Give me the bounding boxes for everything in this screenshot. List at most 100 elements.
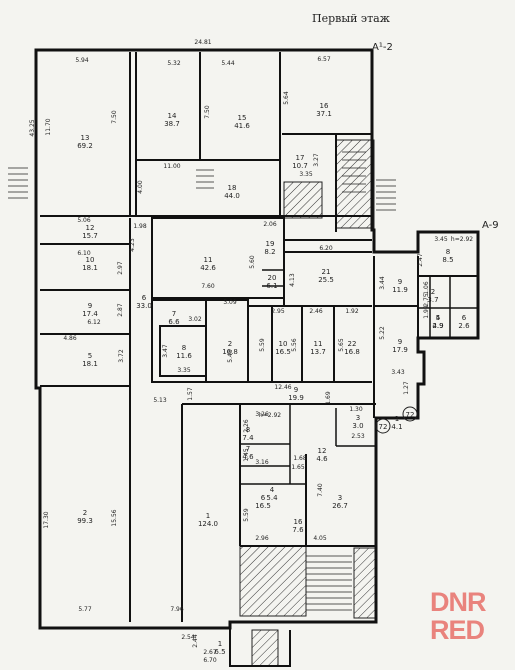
room-num: 6 [142, 294, 147, 302]
dimension-label: 1.69 [325, 391, 332, 405]
room-area: 5.4 [266, 494, 278, 502]
circle-mark-1 [375, 418, 391, 434]
room-num: 2 [83, 509, 87, 517]
dimension-label: 5.59 [243, 508, 250, 522]
dimension-label: 2.53 [351, 433, 365, 440]
room-area: 18.1 [82, 264, 98, 272]
room-num: 5 [88, 352, 92, 360]
room-area: 11.6 [176, 352, 192, 360]
room-area: 11.9 [392, 286, 408, 294]
dimension-label: 1.30 [349, 406, 363, 413]
axis-label-a-9: A-9 [482, 220, 499, 231]
room-num: 1 [395, 415, 399, 423]
room-num: 9 [294, 386, 298, 394]
dimension-label: 15.56 [111, 509, 118, 526]
dimension-label: 1.68 [293, 455, 307, 462]
room-num: 4 [436, 314, 441, 322]
room-area: 17.9 [392, 346, 408, 354]
room-area: 26.7 [332, 502, 348, 510]
dimension-label: 1.92 [345, 308, 359, 315]
dimension-label: 5.59 [259, 338, 266, 352]
dimension-label: 5.77 [78, 606, 92, 613]
watermark-line1: DNR [430, 587, 487, 617]
dimension-label: 17.30 [43, 511, 50, 528]
room-num: 8 [446, 248, 450, 256]
dimension-label: 2.87 [117, 303, 124, 317]
dimension-label: h=2.92 [451, 236, 473, 243]
room-num: 8 [246, 426, 250, 434]
dimension-label: 5.32 [167, 60, 181, 67]
dimension-label: 5.06 [77, 217, 91, 224]
room-num: 6 [261, 494, 266, 502]
dimension-label: 2.95 [271, 308, 285, 315]
room-num: 5 [436, 314, 440, 322]
circle-label-1: 72 [379, 423, 388, 431]
dimension-label: 1.65 [291, 464, 305, 471]
dimension-label: 3.16 [255, 459, 269, 466]
room-area: 2.6 [458, 322, 470, 330]
page-title: Первый этаж [312, 12, 390, 25]
dimension-label: 7.50 [204, 105, 211, 119]
room-area: 6.5 [214, 648, 225, 656]
room-num: 12 [318, 447, 327, 455]
room-num: 22 [348, 340, 357, 348]
room-area: 4.1 [391, 423, 402, 431]
room-area: 124.0 [198, 520, 218, 528]
dimension-label: 24.81 [194, 39, 211, 46]
room-num: 9 [88, 302, 92, 310]
dimension-label: 5.44 [221, 60, 235, 67]
dimension-label: 1.98 [133, 223, 147, 230]
room-num: 17 [296, 154, 305, 162]
dimension-label: 5.65 [338, 338, 345, 352]
walls [34, 48, 480, 667]
room-area: 19.9 [288, 394, 304, 402]
room-num: 19 [266, 240, 275, 248]
room-num: 14 [168, 112, 177, 120]
stair-hatch-4 [353, 547, 377, 619]
room-area: 25.5 [318, 276, 334, 284]
watermark-line2: RED [430, 615, 485, 645]
room-num: 11 [204, 256, 213, 264]
dimension-label: 3.45 [434, 236, 448, 243]
room-num: 16 [294, 518, 303, 526]
room-num: 13 [81, 134, 90, 142]
dimension-label: h=2.92 [259, 412, 281, 419]
room-num: 16 [320, 102, 329, 110]
circle-mark-2 [402, 406, 418, 422]
room-area: 69.2 [77, 142, 93, 150]
room-num: 7 [246, 445, 250, 453]
dimension-label: 6.57 [317, 56, 331, 63]
dimension-label: 5.56 [291, 338, 298, 352]
room-area: 10.7 [292, 162, 308, 170]
dimension-label: 4.13 [289, 273, 296, 287]
room-num: 1 [218, 640, 222, 648]
dimension-label: 7.96 [170, 606, 184, 613]
dimension-label: 3.02 [188, 316, 202, 323]
room-num: 12 [86, 224, 95, 232]
dimension-label: 2.26 [243, 419, 250, 433]
axis-label-a1-2: A¹-2 [372, 42, 393, 53]
room-num: 20 [268, 274, 277, 282]
room-area: 3.0 [352, 422, 363, 430]
dimension-label: 4.00 [137, 180, 144, 194]
dimension-label: 2.47 [417, 253, 424, 267]
dimension-label: 4.86 [63, 335, 77, 342]
room-area: 6.1 [266, 282, 277, 290]
room-labels: 1124.0299.3326.745.4518.1616.574.687.491… [77, 102, 470, 656]
dimension-label: 3.72 [118, 349, 125, 363]
room-num: 8 [182, 344, 186, 352]
room-area: 3.7 [427, 296, 438, 304]
dimension-label: 1.45 [243, 448, 250, 462]
watermark-logo: DNR RED [430, 588, 496, 648]
dimension-label: 11.00 [163, 163, 180, 170]
dimension-label: 2.67 [203, 649, 217, 656]
dimension-label: 6.20 [319, 245, 333, 252]
room-area: 4.6 [316, 455, 328, 463]
circle-label-2: 72 [406, 411, 415, 419]
room-num: 4 [270, 486, 275, 494]
dimension-label: 3.27 [313, 153, 320, 167]
room-area: 38.7 [164, 120, 180, 128]
dimension-label: 1.99 [423, 305, 430, 319]
